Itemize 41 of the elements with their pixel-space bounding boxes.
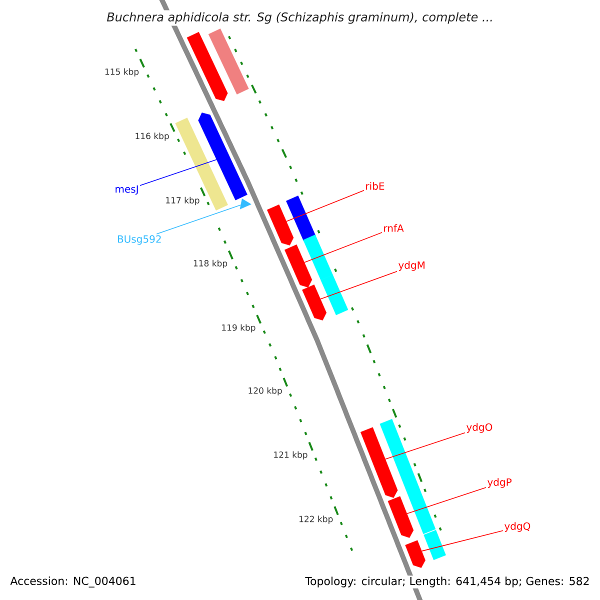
tick-label: 121 kbp xyxy=(274,451,308,460)
footer-text: Topology: circular; Length: 641,454 bp; Genes: 582 xyxy=(304,576,591,588)
tick-label: 117 kbp xyxy=(166,196,200,206)
tick-label: 118 kbp xyxy=(194,260,228,268)
tick-label: 122 kbp xyxy=(300,516,333,524)
leader-line xyxy=(156,204,242,234)
gene-label: mesJ xyxy=(116,185,138,195)
gene-label: ydgP xyxy=(488,478,512,488)
gene-triangle xyxy=(240,198,252,210)
gene-label: BUsg592 xyxy=(118,235,161,245)
gene-bar xyxy=(286,196,316,242)
tick-label: 120 kbp xyxy=(248,387,282,396)
tick-label: 119 kbp xyxy=(222,324,256,332)
gene-bar xyxy=(303,234,333,280)
gene-label: ydgM xyxy=(398,261,424,271)
gene-block xyxy=(198,112,248,200)
gene-label: ydgO xyxy=(466,423,492,433)
gene-bar xyxy=(208,28,249,94)
leader-line xyxy=(304,232,382,263)
leader-line xyxy=(286,190,364,222)
title: Buchnera aphidicola str. Sg (Schizaphis graminum), complete ... xyxy=(104,10,496,26)
gene-block xyxy=(302,284,327,320)
gene-block xyxy=(360,427,398,498)
gene-block xyxy=(284,244,312,288)
gene-label: ribE xyxy=(366,182,384,190)
footer-text: Accession: NC_004061 xyxy=(9,576,138,588)
leader-line xyxy=(320,270,398,300)
gene-label: rnfA xyxy=(384,224,404,232)
gene-label: ydgQ xyxy=(504,522,530,532)
leader-line xyxy=(406,487,486,514)
gene-block xyxy=(405,540,426,568)
leader-line xyxy=(421,530,504,552)
gene-block xyxy=(266,204,294,246)
leader-line xyxy=(385,432,466,460)
gene-bar xyxy=(380,418,436,534)
gene-block xyxy=(186,32,228,102)
gene-bar xyxy=(424,530,446,560)
tick-label: 115 kbp xyxy=(105,68,139,77)
leader-line xyxy=(140,159,217,186)
gene-bar xyxy=(320,274,348,316)
gene-block xyxy=(388,496,414,538)
